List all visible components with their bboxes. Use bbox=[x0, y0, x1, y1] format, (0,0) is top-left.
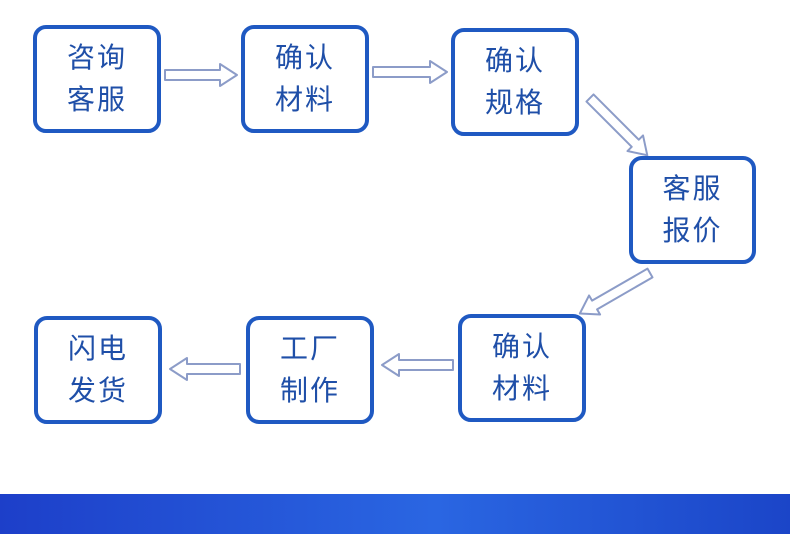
step-express-shipping: 闪电 发货 bbox=[34, 316, 162, 424]
step-label: 闪电 bbox=[67, 332, 128, 365]
arrow-right-icon bbox=[372, 60, 448, 84]
step-label: 材料 bbox=[491, 372, 552, 405]
step-factory-production: 工厂 制作 bbox=[246, 316, 374, 424]
bottom-banner-band bbox=[0, 494, 790, 534]
step-label: 报价 bbox=[662, 214, 723, 247]
step-label: 材料 bbox=[274, 83, 335, 116]
step-label: 咨询 bbox=[66, 41, 127, 74]
arrow-left-icon bbox=[381, 353, 454, 377]
step-label: 确认 bbox=[274, 41, 335, 74]
step-confirm-material: 确认 材料 bbox=[241, 25, 369, 133]
step-confirm-spec: 确认 规格 bbox=[451, 28, 579, 136]
step-confirm-material-2: 确认 材料 bbox=[458, 314, 586, 422]
step-label: 工厂 bbox=[279, 332, 340, 365]
step-consult-service: 咨询 客服 bbox=[33, 25, 161, 133]
step-label: 客服 bbox=[662, 172, 723, 205]
arrow-left-icon bbox=[169, 357, 241, 381]
step-service-quote: 客服 报价 bbox=[629, 156, 756, 264]
step-label: 规格 bbox=[484, 86, 545, 119]
step-label: 客服 bbox=[66, 83, 127, 116]
arrow-diagonal-down-icon bbox=[585, 93, 649, 157]
step-label: 确认 bbox=[491, 330, 552, 363]
arrow-diagonal-down-icon bbox=[578, 267, 654, 316]
step-label: 确认 bbox=[484, 44, 545, 77]
step-label: 发货 bbox=[67, 374, 128, 407]
step-label: 制作 bbox=[279, 374, 340, 407]
arrow-right-icon bbox=[164, 63, 238, 87]
